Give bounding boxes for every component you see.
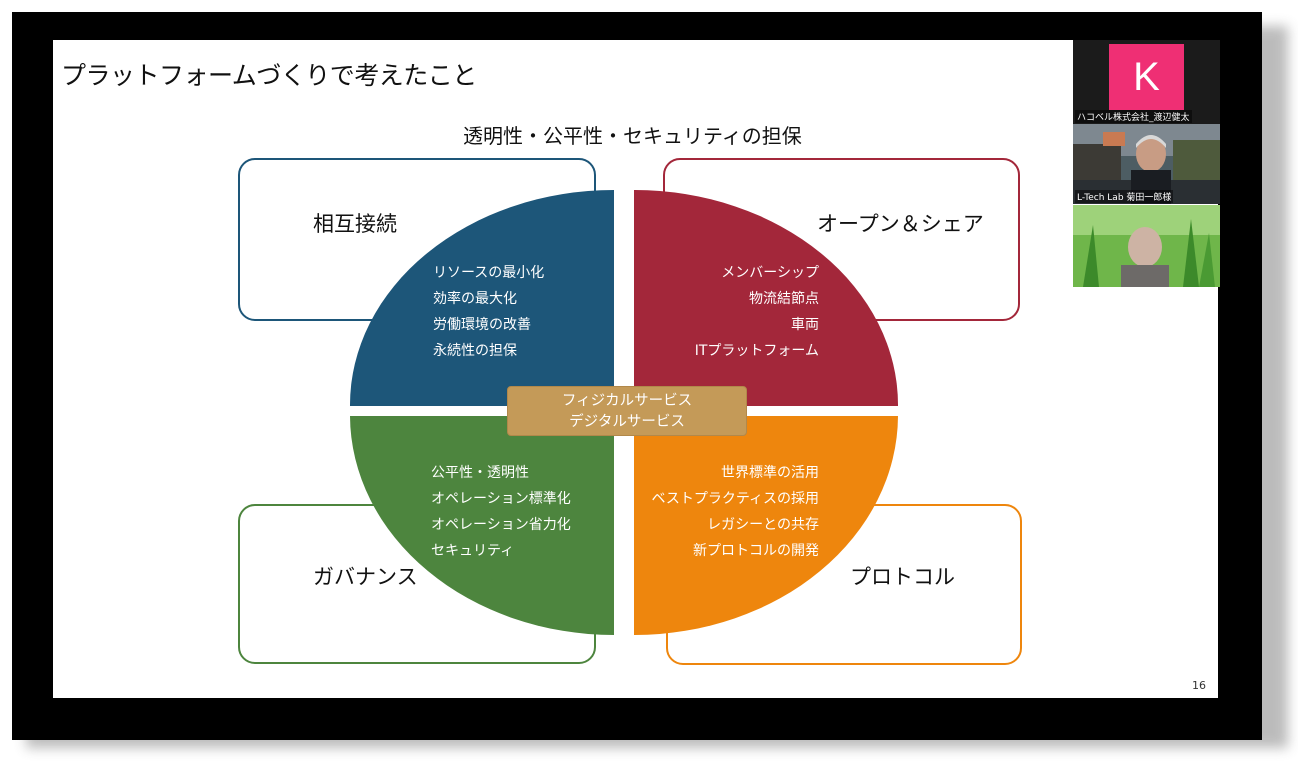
- participant-tile-video-1[interactable]: L-Tech Lab 菊田一郎様: [1073, 124, 1220, 204]
- list-item: 公平性・透明性: [431, 465, 529, 481]
- list-item: 物流結節点: [749, 291, 819, 307]
- list-item: 世界標準の活用: [721, 465, 819, 481]
- top-right-quadrant: [634, 190, 899, 406]
- center-service-box: フィジカルサービス デジタルサービス: [507, 386, 747, 436]
- top-left-item-list: リソースの最小化 効率の最大化 労働環境の改善 永続性の担保: [433, 260, 544, 364]
- label-protocol: プロトコル: [850, 565, 955, 589]
- participant-video-image: [1073, 205, 1220, 287]
- center-label-physical: フィジカルサービス: [561, 393, 693, 409]
- participant-name: L-Tech Lab 菊田一郎様: [1075, 190, 1174, 203]
- bottom-left-item-list: 公平性・透明性 オペレーション標準化 オペレーション省力化 セキュリティ: [431, 460, 571, 564]
- list-item: セキュリティ: [431, 543, 515, 559]
- list-item: レガシーとの共存: [707, 517, 819, 533]
- bottom-right-item-list: 世界標準の活用 ベストプラクティスの採用 レガシーとの共存 新プロトコルの開発: [643, 460, 819, 564]
- center-label-digital: デジタルサービス: [569, 414, 685, 430]
- list-item: 永続性の担保: [433, 343, 517, 359]
- label-mutual-connection: 相互接続: [313, 212, 397, 236]
- slide-subtitle: 透明性・公平性・セキュリティの担保: [463, 124, 802, 148]
- slide-title: プラットフォームづくりで考えたこと: [61, 61, 477, 90]
- page-number: 16: [1192, 679, 1206, 692]
- list-item: ITプラットフォーム: [694, 343, 819, 359]
- list-item: 車両: [791, 317, 819, 333]
- list-item: オペレーション省力化: [431, 517, 571, 533]
- participant-name: ハコベル株式会社_渡辺健太: [1075, 110, 1192, 123]
- top-left-quadrant: [349, 190, 614, 406]
- list-item: リソースの最小化: [433, 265, 545, 281]
- list-item: ベストプラクティスの採用: [651, 491, 819, 507]
- list-item: オペレーション標準化: [431, 491, 571, 507]
- bottom-left-quadrant: [350, 416, 614, 635]
- bottom-right-quadrant: [634, 416, 898, 635]
- label-open-share: オープン＆シェア: [817, 212, 984, 236]
- quadrant-diagram: [238, 158, 1022, 665]
- participant-tile-k[interactable]: K ハコベル株式会社_渡辺健太: [1073, 40, 1220, 124]
- participant-tile-video-2[interactable]: [1073, 205, 1220, 287]
- presentation-slide: プラットフォームづくりで考えたこと 透明性・公平性・セキュリティの担保 相互接続…: [53, 40, 1218, 698]
- list-item: 効率の最大化: [433, 291, 517, 307]
- list-item: メンバーシップ: [721, 265, 819, 281]
- top-right-item-list: メンバーシップ 物流結節点 車両 ITプラットフォーム: [673, 260, 819, 364]
- avatar: K: [1109, 44, 1184, 110]
- list-item: 労働環境の改善: [433, 317, 531, 333]
- list-item: 新プロトコルの開発: [693, 543, 819, 559]
- label-governance: ガバナンス: [313, 565, 418, 589]
- participant-video-image: [1073, 124, 1220, 204]
